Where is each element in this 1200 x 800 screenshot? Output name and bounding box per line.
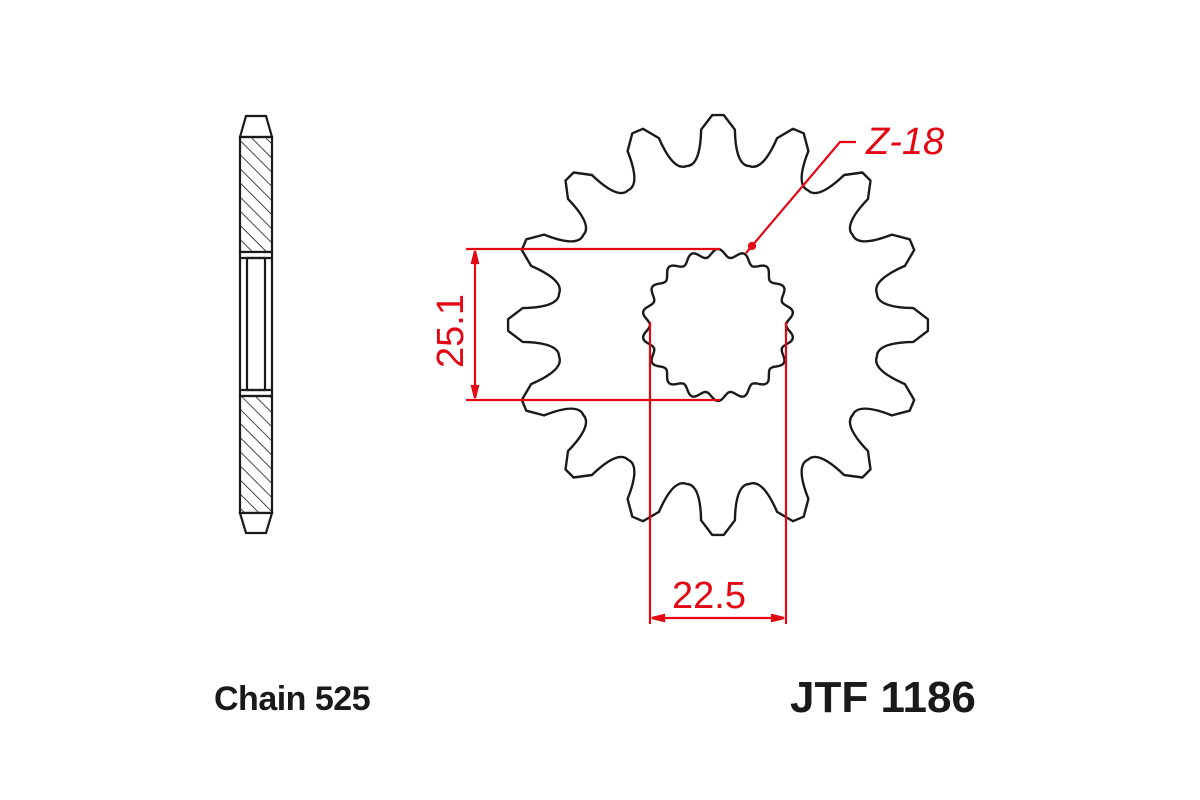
dimension-label-spline-teeth: Z-18 bbox=[865, 121, 944, 163]
dimension-lines bbox=[466, 140, 856, 624]
part-number-label: JTF 1186 bbox=[790, 673, 976, 722]
side-profile-bottom-chamfer bbox=[238, 511, 274, 535]
dimension-label-width: 22.5 bbox=[672, 575, 746, 617]
side-profile-lower-hatch bbox=[238, 394, 274, 515]
chain-size-label: Chain 525 bbox=[214, 680, 371, 718]
side-profile-top-chamfer bbox=[238, 114, 274, 139]
side-profile-view bbox=[238, 114, 274, 535]
sprocket-outer-teeth-outline bbox=[506, 113, 930, 537]
side-profile-upper-hatch bbox=[238, 135, 274, 254]
sprocket-spline-bore-outline bbox=[642, 247, 794, 403]
side-profile-bore bbox=[245, 256, 267, 392]
dimension-label-height: 25.1 bbox=[430, 294, 472, 368]
